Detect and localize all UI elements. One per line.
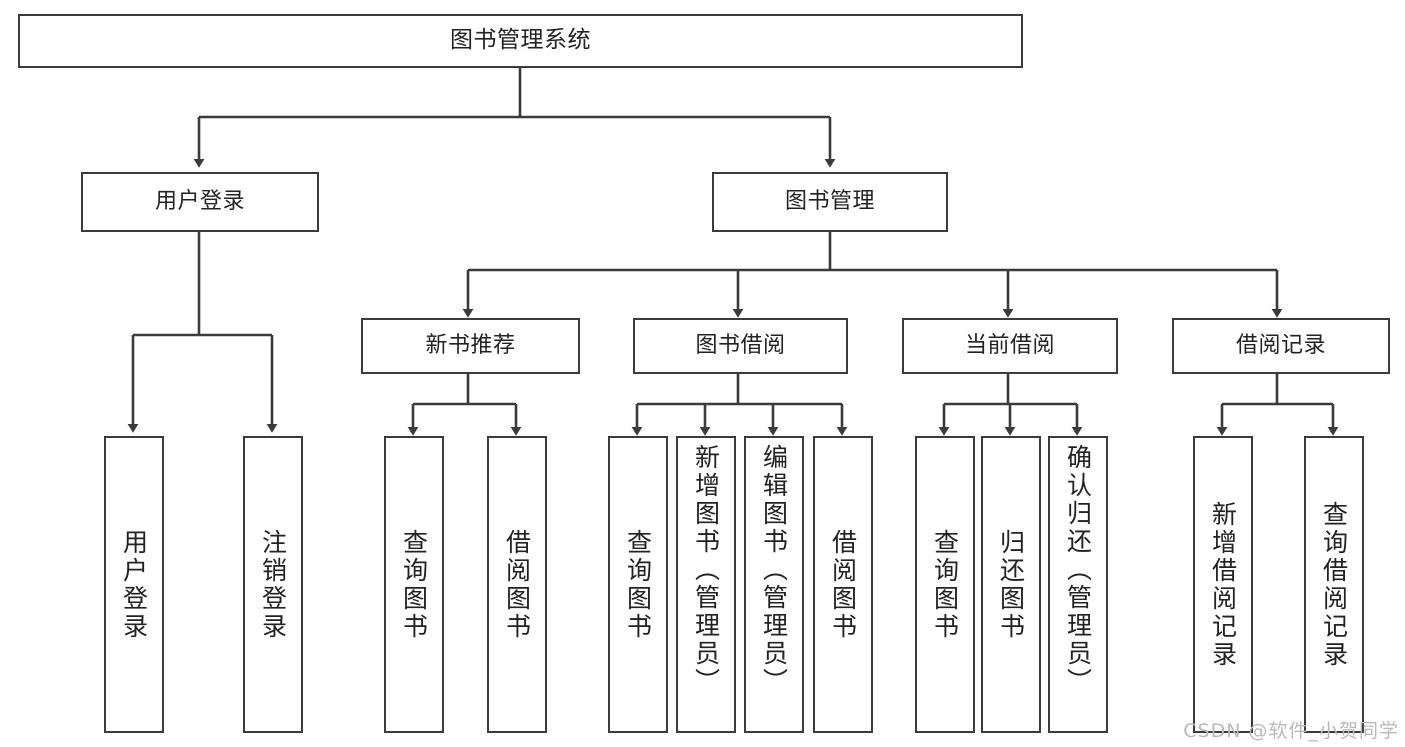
leaf-user-login-login[interactable]: 用户登录 [104, 436, 164, 733]
leaf-book-borrow-borrow-book[interactable]: 借阅图书 [813, 436, 873, 733]
leaf-current-borrow-return-book[interactable]: 归还图书 [981, 436, 1041, 733]
node-user-login[interactable]: 用户登录 [81, 172, 319, 232]
node-label: 用户登录 [154, 189, 245, 215]
watermark-text: CSDN @软件_小贺同学 [1183, 720, 1399, 742]
leaf-current-borrow-confirm-return-admin[interactable]: 确认归还（管理员） [1048, 436, 1108, 733]
leaf-book-borrow-edit-book-admin[interactable]: 编辑图书（管理员） [744, 436, 804, 733]
leaf-book-borrow-add-book-admin[interactable]: 新增图书（管理员） [676, 436, 736, 733]
node-label: 图书借阅 [695, 333, 786, 359]
node-label: 新增图书（管理员） [691, 444, 721, 696]
node-label: 归还图书 [996, 528, 1026, 641]
node-label: 查询图书 [399, 528, 429, 641]
node-book-borrow[interactable]: 图书借阅 [633, 318, 848, 374]
node-label: 确认归还（管理员） [1063, 444, 1093, 696]
node-label: 查询图书 [623, 528, 653, 641]
leaf-borrow-record-query-record[interactable]: 查询借阅记录 [1304, 436, 1364, 733]
node-label: 新增借阅记录 [1208, 500, 1238, 669]
node-label: 新书推荐 [425, 333, 516, 359]
leaf-new-book-query-book[interactable]: 查询图书 [384, 436, 444, 733]
node-label: 注销登录 [258, 528, 288, 641]
node-current-borrow[interactable]: 当前借阅 [902, 318, 1118, 374]
node-label: 图书管理系统 [450, 27, 591, 54]
node-root-book-management-system[interactable]: 图书管理系统 [18, 14, 1023, 68]
node-label: 用户登录 [119, 528, 149, 641]
node-label: 当前借阅 [964, 333, 1055, 359]
leaf-current-borrow-query-book[interactable]: 查询图书 [915, 436, 975, 733]
node-label: 编辑图书（管理员） [759, 444, 789, 696]
node-borrow-record[interactable]: 借阅记录 [1172, 318, 1390, 374]
node-new-book-recommend[interactable]: 新书推荐 [361, 318, 580, 374]
node-book-management[interactable]: 图书管理 [712, 172, 948, 232]
leaf-book-borrow-query-book[interactable]: 查询图书 [608, 436, 668, 733]
leaf-user-login-logout[interactable]: 注销登录 [243, 436, 303, 733]
node-label: 借阅图书 [828, 528, 858, 641]
node-label: 图书管理 [784, 189, 875, 215]
node-label: 借阅记录 [1235, 333, 1326, 359]
leaf-borrow-record-add-record[interactable]: 新增借阅记录 [1193, 436, 1253, 733]
node-label: 借阅图书 [502, 528, 532, 641]
node-label: 查询图书 [930, 528, 960, 641]
node-label: 查询借阅记录 [1319, 500, 1349, 669]
leaf-new-book-borrow-book[interactable]: 借阅图书 [487, 436, 547, 733]
